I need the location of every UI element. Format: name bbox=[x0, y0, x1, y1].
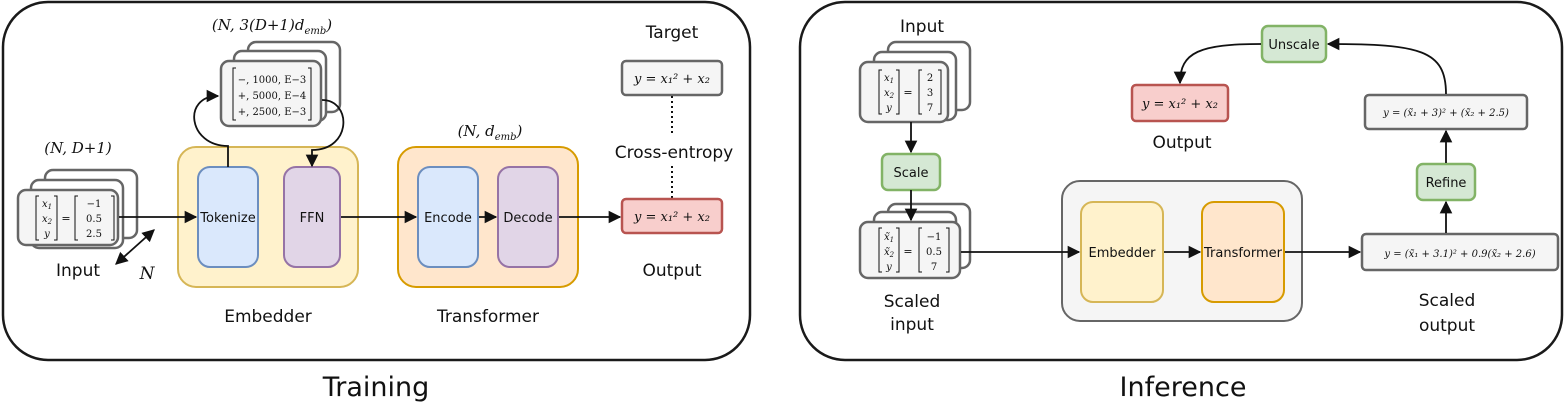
svg-text:=: = bbox=[903, 86, 912, 99]
refined-formula-box bbox=[1363, 93, 1529, 131]
matrix-value-0: −1 bbox=[87, 199, 102, 210]
unscale-label: Unscale bbox=[1268, 38, 1319, 53]
inference-embedder-label: Embedder bbox=[1089, 246, 1157, 261]
inference-input-value-1: 3 bbox=[927, 88, 933, 99]
decode-block bbox=[497, 166, 559, 268]
scaled-input-label-line1: Scaled bbox=[884, 292, 941, 312]
inference-panel: Input x1 x2 y = 2 3 7 Scale x̃1 bbox=[798, 0, 1564, 362]
matrix-value-2: 2.5 bbox=[86, 229, 102, 240]
encode-block bbox=[417, 166, 479, 268]
arrow-unscale-to-output bbox=[1173, 43, 1262, 85]
training-output-formula: y = x₁² + x₂ bbox=[633, 210, 710, 225]
target-title: Target bbox=[645, 23, 699, 43]
arrow-tokens-to-ffn bbox=[305, 99, 345, 168]
token-box bbox=[219, 59, 323, 128]
scale-label: Scale bbox=[894, 166, 929, 181]
inference-transformer-label: Transformer bbox=[1203, 246, 1283, 261]
arrow-tokenize-to-tokens bbox=[193, 89, 229, 167]
svg-text:x2: x2 bbox=[884, 88, 895, 100]
svg-text:y: y bbox=[885, 262, 892, 273]
encode-label: Encode bbox=[424, 211, 472, 226]
svg-text:=: = bbox=[61, 212, 70, 225]
token-row-1: +, 5000, E−4 bbox=[238, 91, 307, 102]
scaled-output-label-line1: Scaled bbox=[1419, 291, 1476, 311]
training-output-box bbox=[620, 197, 724, 235]
unscale-block bbox=[1260, 24, 1328, 64]
scaled-input-label-line2: input bbox=[890, 315, 934, 335]
refine-block bbox=[1415, 162, 1477, 202]
inference-input-stack: x1 x2 y = 2 3 7 bbox=[858, 40, 972, 124]
matrix-row-2: y bbox=[43, 229, 50, 240]
decode-label: Decode bbox=[503, 211, 552, 226]
training-input-label: Input bbox=[56, 261, 100, 281]
inference-output-box bbox=[1130, 83, 1230, 123]
scaled-input-matrix bbox=[858, 220, 962, 280]
token-stack: −, 1000, E−3 +, 5000, E−4 +, 2500, E−3 bbox=[219, 40, 342, 128]
svg-text:x̃2: x̃2 bbox=[884, 247, 895, 259]
loss-label: Cross-entropy bbox=[615, 143, 734, 163]
matrix-value-1: 0.5 bbox=[86, 214, 102, 225]
inference-transformer-block bbox=[1201, 201, 1285, 303]
target-formula: y = x₁² + x₂ bbox=[633, 72, 710, 87]
svg-text:x̃1: x̃1 bbox=[884, 232, 894, 244]
scaled-input-stack: x̃1 x̃2 y = −1 0.5 7 bbox=[858, 202, 972, 280]
refined-formula: y = (x̃₁ + 3)² + (x̃₂ + 2.5) bbox=[1382, 108, 1509, 119]
embed-dim-label: (N, 3(D+1)demb) bbox=[212, 16, 332, 37]
transformer-title: Transformer bbox=[436, 307, 539, 327]
inference-caption: Inference bbox=[1120, 372, 1247, 403]
training-panel: Tokenize FFN Embedder Encode Decode Tran… bbox=[1, 0, 752, 362]
matrix-row-0: x1 bbox=[42, 199, 52, 211]
token-row-0: −, 1000, E−3 bbox=[238, 75, 307, 86]
matrix-row-1: x2 bbox=[42, 214, 53, 226]
inference-embedder-block bbox=[1080, 201, 1164, 303]
scaled-value-0: −1 bbox=[927, 232, 942, 243]
inference-input-matrix bbox=[858, 60, 950, 124]
training-output-label: Output bbox=[642, 261, 701, 281]
scaled-value-2: 7 bbox=[931, 262, 937, 273]
inference-output-label: Output bbox=[1152, 133, 1211, 153]
inference-input-value-2: 7 bbox=[927, 103, 933, 114]
target-box bbox=[620, 59, 724, 97]
inference-input-value-0: 2 bbox=[927, 73, 933, 84]
token-row-2: +, 2500, E−3 bbox=[238, 107, 307, 118]
ffn-label: FFN bbox=[300, 211, 325, 226]
scaled-value-1: 0.5 bbox=[926, 247, 942, 258]
scaled-output-box bbox=[1360, 232, 1560, 272]
transformer-dim-label: (N, demb) bbox=[458, 122, 523, 143]
inference-input-label: Input bbox=[900, 17, 944, 37]
scaled-output-formula: y = (x̃₁ + 3.1)² + 0.9(x̃₂ + 2.6) bbox=[1383, 249, 1535, 260]
n-double-arrow bbox=[115, 229, 155, 265]
svg-text:x1: x1 bbox=[884, 73, 894, 85]
inference-output-formula: y = x₁² + x₂ bbox=[1141, 97, 1218, 112]
tokenize-label: Tokenize bbox=[199, 211, 255, 226]
refine-label: Refine bbox=[1426, 176, 1467, 191]
input-dim-label: (N, D+1) bbox=[44, 139, 112, 157]
training-input-matrix bbox=[16, 188, 120, 247]
training-input-stack: x1 x2 y = −1 0.5 2.5 bbox=[16, 168, 139, 250]
training-caption: Training bbox=[322, 372, 430, 403]
embedder-title: Embedder bbox=[224, 307, 312, 327]
scaled-output-label-line2: output bbox=[1419, 316, 1475, 336]
svg-text:=: = bbox=[903, 245, 912, 258]
arrow-formula-to-unscale bbox=[1326, 37, 1447, 95]
svg-text:y: y bbox=[885, 103, 892, 114]
n-label: N bbox=[139, 264, 156, 284]
